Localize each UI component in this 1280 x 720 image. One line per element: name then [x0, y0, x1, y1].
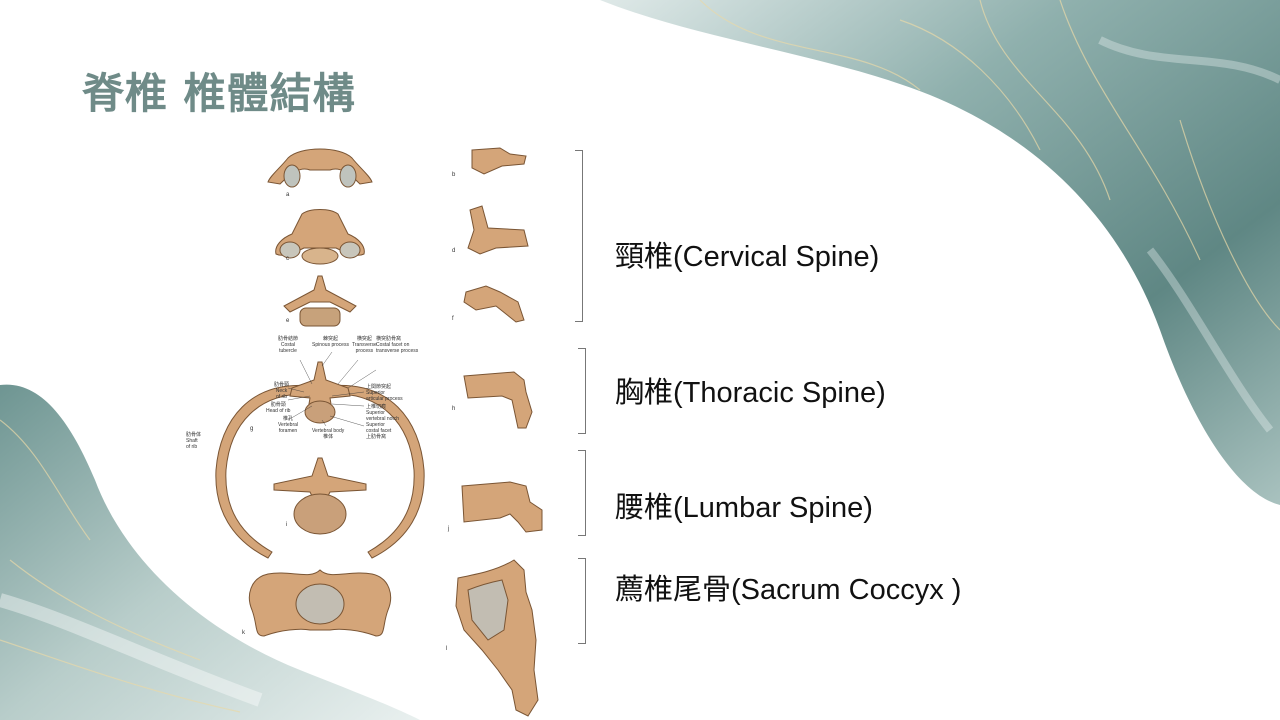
panel-letter-h: h [452, 406, 456, 412]
thoracic-lateral-h [463, 371, 533, 429]
cervical-lateral-d [467, 205, 529, 255]
bracket-thoracic [578, 348, 586, 434]
label-neck-of-rib: 肋骨頸 Neck of rib [274, 382, 290, 400]
bracket-lumbar [578, 450, 586, 536]
label-vertebral-body: Vertebral body 椎体 [312, 428, 345, 440]
atlas-top-view [267, 148, 373, 185]
label-vertebral-foramen: 椎孔 Vertebral foramen [278, 416, 299, 434]
lumbar-lateral-j [461, 481, 543, 533]
bracket-sacrum [578, 558, 586, 644]
label-thoracic-spine: 胸椎(Thoracic Spine) [615, 377, 886, 409]
label-transverse-process: 横突起 Transverse process [352, 336, 377, 354]
bracket-cervical [575, 150, 583, 322]
panel-letter-f: f [452, 316, 454, 322]
panel-letter-l: l [446, 646, 448, 652]
vertebrae-illustration [215, 147, 543, 717]
panel-letter-b: b [452, 172, 456, 178]
label-superior-articular: 上関節突起 Superior articular process [366, 384, 403, 402]
rib-left [215, 384, 313, 559]
panel-letter-e: e [286, 318, 290, 324]
label-lumbar-spine: 腰椎(Lumbar Spine) [615, 492, 873, 524]
panel-letter-c: c [286, 256, 289, 262]
label-costal-tubercle: 肋骨結節 Costal tubercle [278, 336, 299, 354]
label-shaft-of-rib: 肋骨体 Shaft of rib [186, 432, 202, 450]
label-cervical-spine: 頸椎(Cervical Spine) [615, 241, 880, 273]
panel-letter-j: j [448, 526, 450, 532]
vertebrae-figure: a b c d e f g h i j k l 肋骨結節 Costal tube… [180, 130, 580, 720]
label-head-of-rib: 肋骨頭 Head of rib [266, 402, 291, 414]
panel-letter-g: g [250, 426, 254, 432]
rib-right [327, 384, 425, 559]
panel-letter-d: d [452, 248, 456, 254]
slide-title: 脊椎 椎體結構 [82, 69, 356, 118]
panel-letter-k: k [242, 630, 245, 636]
label-superior-vertebral-notch: 上椎切痕 Superior vertebral notch [366, 404, 400, 422]
cervical-lateral-b [471, 147, 527, 175]
marble-bottom-left [0, 384, 420, 720]
panel-letter-a: a [286, 192, 290, 198]
marble-top-right [600, 0, 1280, 505]
label-costal-facet-transverse: 横突肋骨窩 Costal facet on transverse process [376, 336, 419, 354]
cervical-vertebra-top-view [283, 275, 357, 313]
label-sacrum-coccyx: 薦椎尾骨(Sacrum Coccyx ) [615, 574, 962, 606]
label-spinous-process: 棘突起 Spinous process [312, 336, 349, 348]
panel-letter-i: i [286, 522, 288, 528]
cervical-lateral-f [463, 285, 525, 323]
label-superior-costal-facet: Superior costal facet 上肋骨窩 [366, 422, 392, 440]
